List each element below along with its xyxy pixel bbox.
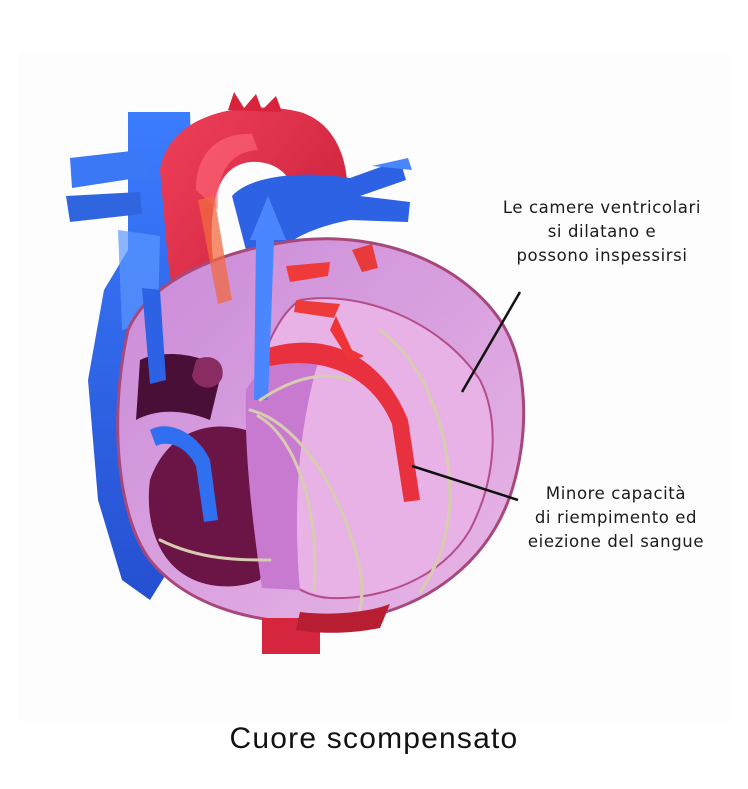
annotation-dilation-line-1: Le camere ventricolari	[462, 196, 742, 220]
annotation-capacity-line-1: Minore capacità	[500, 482, 732, 506]
annotation-capacity-line-3: eiezione del sangue	[500, 530, 732, 554]
annotation-dilation: Le camere ventricolari si dilatano e pos…	[462, 196, 742, 268]
annotation-dilation-line-3: possono inspessirsi	[462, 244, 742, 268]
figure-caption: Cuore scompensato	[0, 722, 748, 756]
annotation-capacity: Minore capacità di riempimento ed eiezio…	[500, 482, 732, 554]
annotation-dilation-line-2: si dilatano e	[462, 220, 742, 244]
annotation-capacity-line-2: di riempimento ed	[500, 506, 732, 530]
